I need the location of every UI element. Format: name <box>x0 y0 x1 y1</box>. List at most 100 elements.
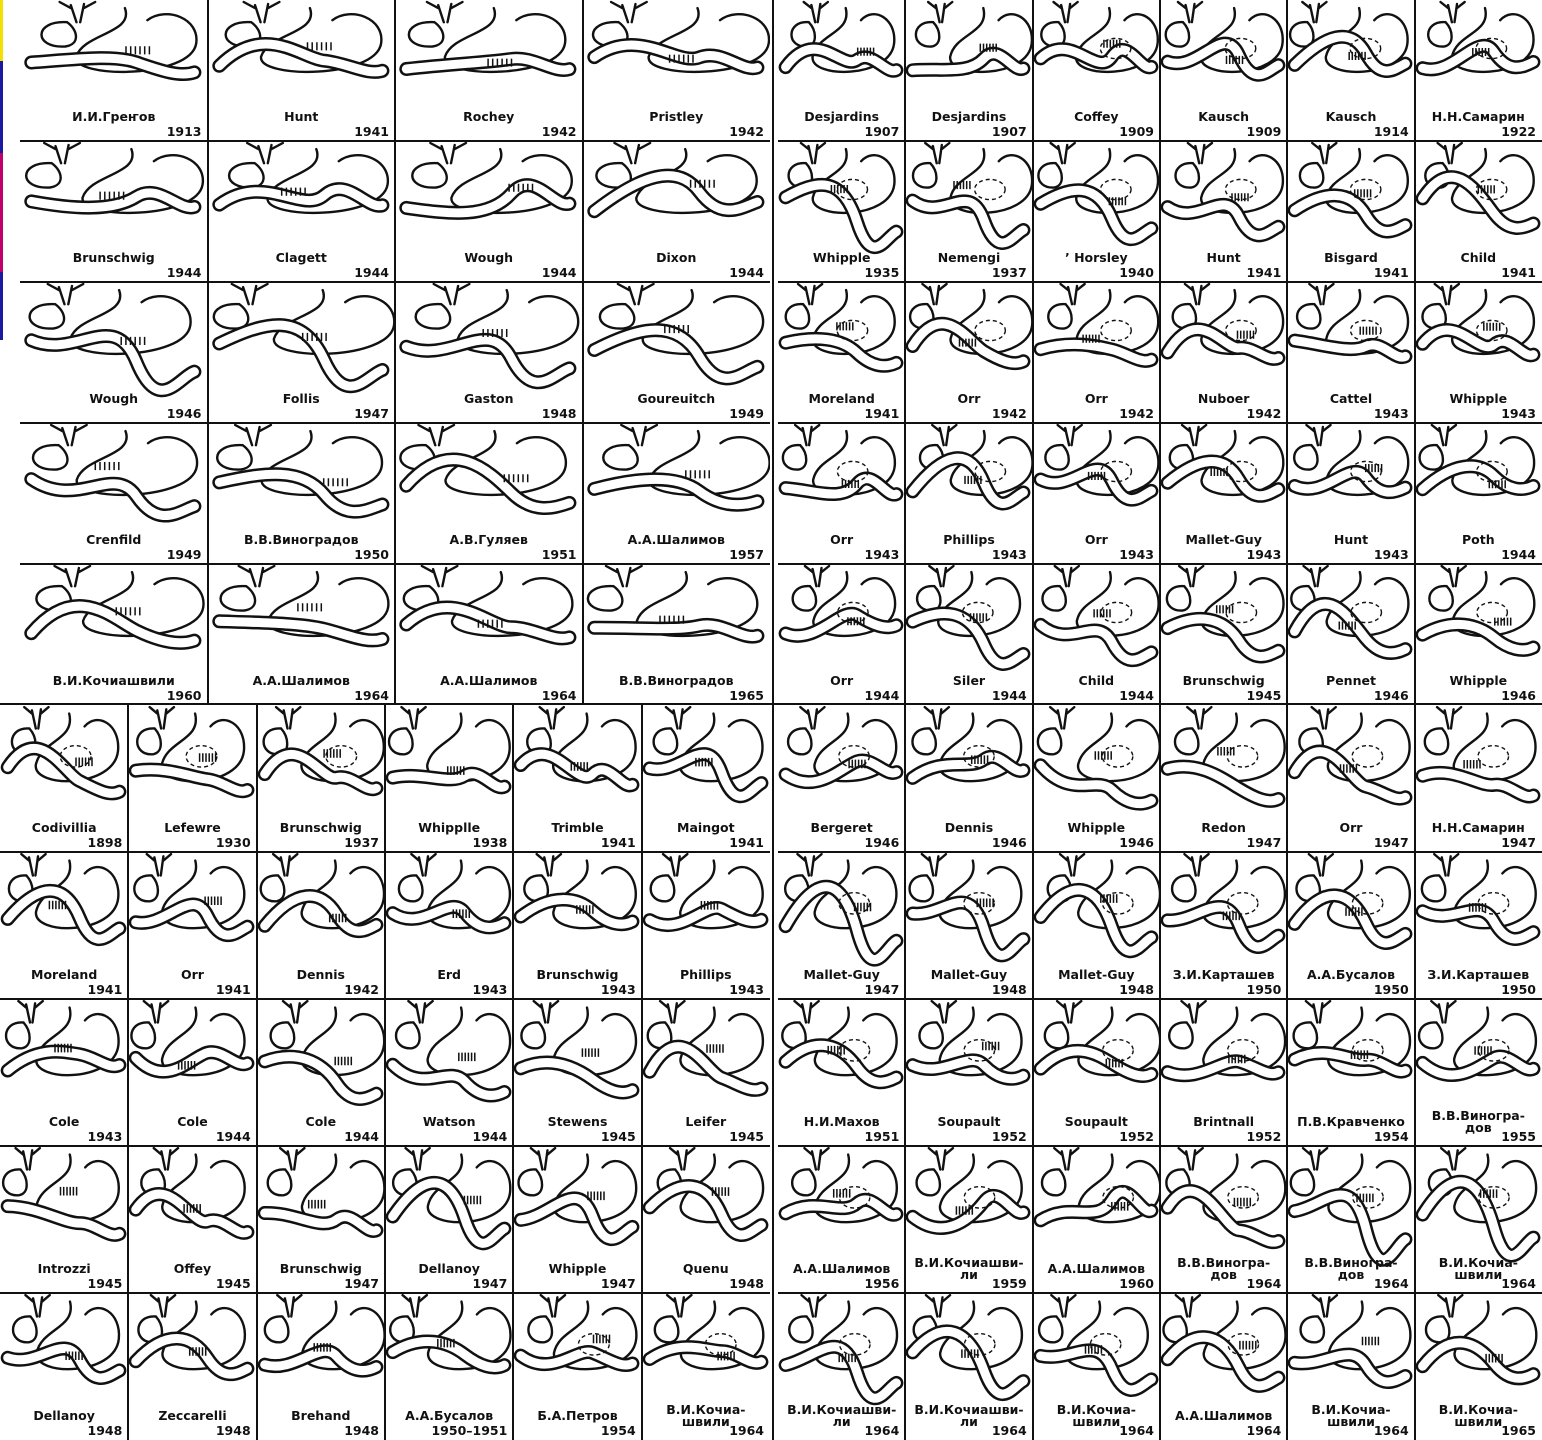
jejunal-loop-lumen <box>594 176 757 212</box>
procedure-author-label: Orr <box>1035 534 1158 546</box>
bile-duct-stump <box>277 1295 301 1316</box>
stomach-outline <box>680 1008 762 1076</box>
procedure-cell: Poth1944 <box>1415 423 1542 564</box>
procedure-year-label: 1941 <box>1374 266 1409 279</box>
bile-duct-stump <box>1434 284 1458 304</box>
procedure-author-label: Orr <box>1035 393 1158 405</box>
grid-divider-horizontal <box>778 851 1542 853</box>
procedure-author-label: А.А.Шалимов <box>1035 1263 1158 1275</box>
bile-duct-stump <box>1187 707 1211 728</box>
bile-duct-stump <box>1179 566 1203 586</box>
bile-duct-stump <box>150 707 174 728</box>
pancreas-head-outline <box>1429 586 1452 611</box>
procedure-cell: Watson1944 <box>385 999 513 1146</box>
procedure-cell: В.И.Кочиа- швили1964 <box>1415 1146 1542 1293</box>
procedure-year-label: 1907 <box>992 125 1027 138</box>
bile-duct-stump <box>606 566 642 586</box>
bile-duct-stump <box>621 425 657 445</box>
procedure-cell: А.А.Шалимов1957 <box>583 423 771 564</box>
procedure-year-label: 1964 <box>542 689 577 702</box>
procedure-year-label: 1964 <box>354 689 389 702</box>
procedure-year-label: 1944 <box>729 266 764 279</box>
grid-divider-horizontal <box>778 998 1542 1000</box>
jejunal-loop-lumen <box>1422 1182 1533 1256</box>
procedure-cell: Phillips1943 <box>642 852 770 999</box>
bile-duct-stump <box>408 1001 432 1022</box>
procedure-author-label: А.А.Шалимов <box>780 1263 903 1275</box>
bile-duct-stump <box>922 854 946 875</box>
dashed-anastomosis-contour <box>1228 1187 1259 1208</box>
procedure-author-label: Watson <box>387 1116 511 1128</box>
pancreas-head-outline <box>1419 1022 1442 1048</box>
suture-marks <box>594 1335 610 1344</box>
dashed-anastomosis-contour <box>1225 179 1256 199</box>
suture-marks <box>335 1057 351 1066</box>
procedure-author-label: Dellanoy <box>387 1263 511 1275</box>
procedure-year-label: 1937 <box>992 266 1027 279</box>
bile-duct-stump <box>1307 425 1331 445</box>
stomach-outline <box>1326 149 1408 213</box>
procedure-cell: Brunschwig1937 <box>257 705 385 852</box>
grid-divider-horizontal <box>778 140 1542 142</box>
procedure-cell: Gaston1948 <box>395 282 583 423</box>
pancreas-head-outline <box>1042 1169 1065 1195</box>
procedure-year-label: 1956 <box>865 1277 900 1290</box>
bile-duct-stump <box>247 143 283 163</box>
procedure-cell: В.В.Виноградов1950 <box>208 423 396 564</box>
procedure-year-label: 1948 <box>216 1424 251 1437</box>
procedure-year-label: 1964 <box>729 1424 764 1437</box>
pancreas-head-outline <box>1297 304 1320 329</box>
suture-marks <box>297 603 320 611</box>
procedure-year-label: 1948 <box>729 1277 764 1290</box>
pancreas-head-outline <box>793 586 816 611</box>
pancreas-head-outline <box>599 304 633 329</box>
bile-duct-stump <box>55 566 91 586</box>
bile-duct-stump <box>1441 1148 1465 1169</box>
pancreas-head-outline <box>1419 445 1442 470</box>
procedure-cell: Wough1944 <box>395 141 583 282</box>
bile-duct-stump <box>427 2 463 22</box>
pancreas-head-outline <box>603 445 637 470</box>
grid-divider-vertical <box>904 705 906 1440</box>
procedure-author-label: Whipple <box>780 252 903 264</box>
procedure-author-label: Cole <box>259 1116 383 1128</box>
procedure-year-label: 1943 <box>1247 548 1282 561</box>
procedure-year-label: 1945 <box>1247 689 1282 702</box>
procedure-author-label: Cole <box>2 1116 126 1128</box>
procedure-cell: Zeccarelli1948 <box>128 1293 256 1440</box>
dashed-anastomosis-contour <box>1478 746 1509 767</box>
procedure-cell: Mallet-Guy1948 <box>1033 852 1160 999</box>
procedure-cell: Dennis1942 <box>257 852 385 999</box>
procedure-author-label: Б.А.Петров <box>515 1410 639 1422</box>
grid-divider-horizontal <box>0 851 770 853</box>
procedure-author-label: Stewens <box>515 1116 639 1128</box>
suture-marks <box>61 1187 77 1196</box>
procedure-cell: Cole1944 <box>128 999 256 1146</box>
procedure-author-label: И.И.Греҥов <box>22 111 206 123</box>
procedure-author-label: Dixon <box>585 252 769 264</box>
procedure-year-label: 1943 <box>865 548 900 561</box>
procedure-author-label: Phillips <box>907 534 1030 546</box>
procedure-cell: Trimble1941 <box>513 705 641 852</box>
pancreas-head-outline <box>653 728 677 754</box>
procedure-year-label: 1942 <box>992 407 1027 420</box>
suture-marks <box>200 753 216 762</box>
procedure-cell: А.А.Шалимов 1956 <box>778 1146 905 1293</box>
grid-divider-vertical <box>394 0 396 705</box>
suture-marks <box>459 1053 475 1062</box>
grid-divider-vertical <box>904 0 906 705</box>
diagram-panel-top-left: И.И.Греҥов1913Hunt1941Rochey1942Pristley… <box>20 0 770 705</box>
procedure-cell: Н.Н.Самарин1922 <box>1415 0 1542 141</box>
bile-duct-stump <box>60 2 96 22</box>
procedure-year-label: 1954 <box>601 1424 636 1437</box>
bile-duct-stump <box>1312 707 1336 728</box>
procedure-year-label: 1945 <box>729 1130 764 1143</box>
suture-marks <box>76 758 92 767</box>
procedure-author-label: Hunt <box>1162 252 1285 264</box>
bile-duct-stump <box>1431 1001 1455 1022</box>
pancreas-head-outline <box>138 728 162 754</box>
pancreas-head-outline <box>399 875 423 901</box>
grid-divider-vertical <box>384 705 386 1440</box>
procedure-year-label: 1942 <box>542 125 577 138</box>
